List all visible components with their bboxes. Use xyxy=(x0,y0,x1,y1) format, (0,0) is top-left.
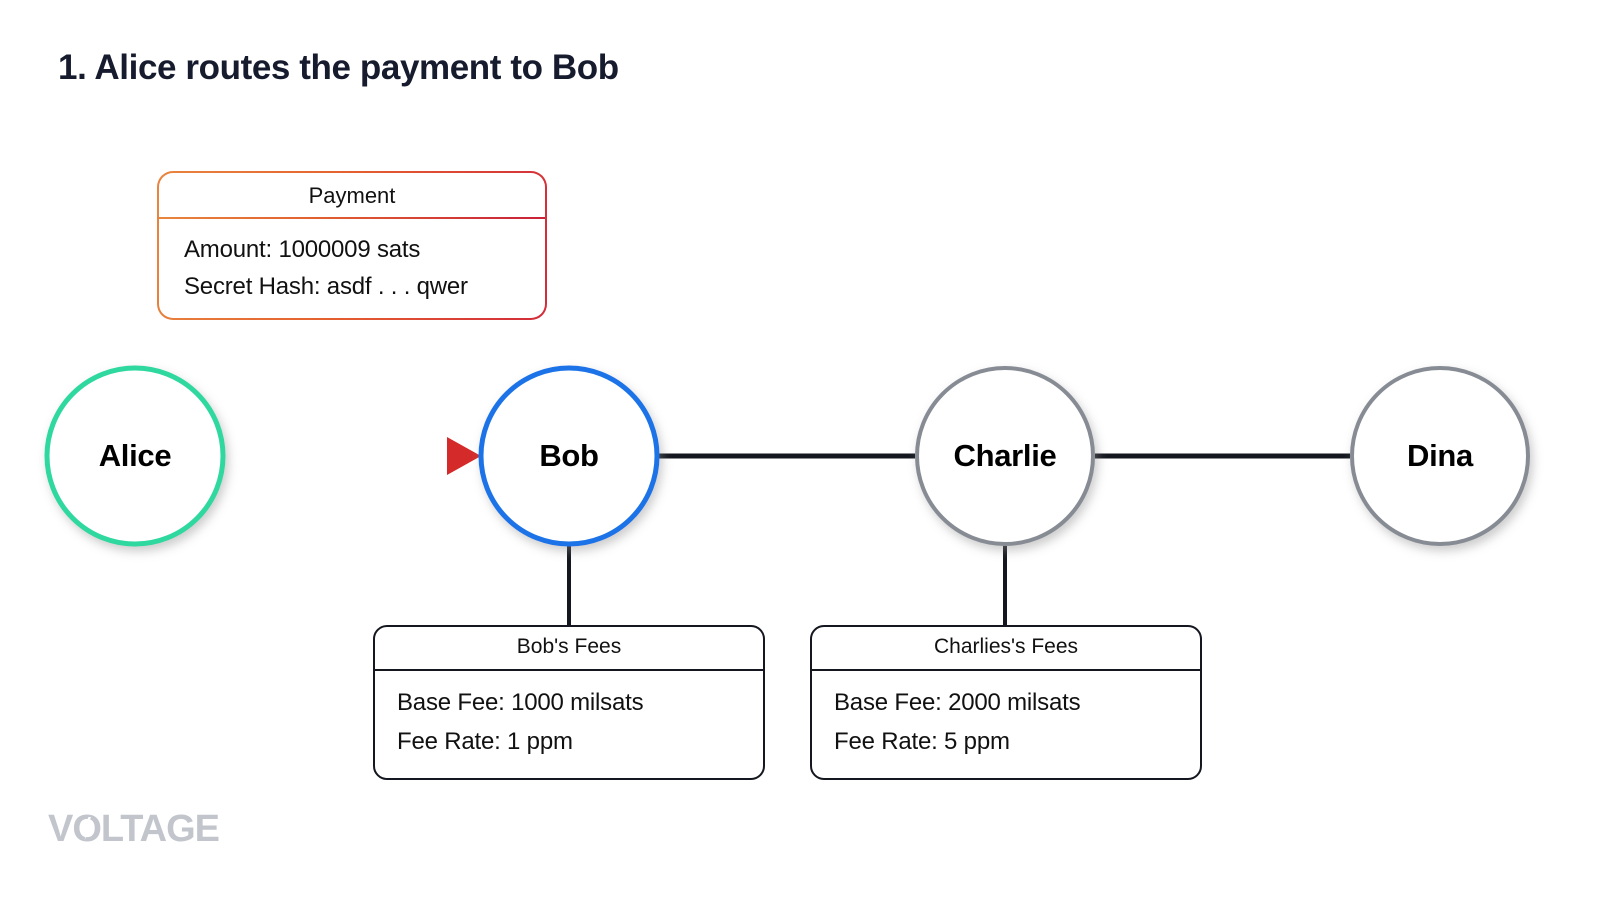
arrowhead-icon xyxy=(447,437,481,475)
bob-fees-header: Bob's Fees xyxy=(516,635,622,658)
node-label-dina: Dina xyxy=(1407,438,1473,473)
payment-secret-hash-line: Secret Hash: asdf . . . qwer xyxy=(184,273,468,300)
lightning-bolt-icon xyxy=(83,817,92,840)
node-bob-circle[interactable] xyxy=(478,365,660,547)
payment-card-header: Payment xyxy=(308,183,396,208)
payment-amount-line: Amount: 1000009 sats xyxy=(184,236,421,263)
node-dina-circle[interactable] xyxy=(1350,366,1530,546)
node-charlie-circle[interactable] xyxy=(915,366,1095,546)
charlie-fees-header: Charlies's Fees xyxy=(933,635,1079,658)
bob-fees-divider xyxy=(375,669,763,671)
node-alice-circle[interactable] xyxy=(44,365,226,547)
voltage-logo: VOLTAGE xyxy=(48,808,220,850)
charlie-fees-card: Charlies's Fees Base Fee: 2000 milsats F… xyxy=(810,625,1202,780)
charlie-fee-rate-line: Fee Rate: 5 ppm xyxy=(834,728,1010,755)
charlie-base-fee-line: Base Fee: 2000 milsats xyxy=(834,689,1081,716)
payment-card: Payment Amount: 1000009 sats Secret Hash… xyxy=(157,171,547,320)
payment-card-body: Amount: 1000009 sats Secret Hash: asdf .… xyxy=(159,219,545,301)
payment-card-divider xyxy=(159,217,545,219)
node-label-bob: Bob xyxy=(539,438,599,473)
node-label-charlie: Charlie xyxy=(953,438,1057,473)
page-title: 1. Alice routes the payment to Bob xyxy=(58,48,619,87)
charlie-fees-divider xyxy=(812,669,1200,671)
bob-fees-body: Base Fee: 1000 milsats Fee Rate: 1 ppm xyxy=(375,671,763,756)
bob-fee-rate-line: Fee Rate: 1 ppm xyxy=(397,728,573,755)
bob-fees-card: Bob's Fees Base Fee: 1000 milsats Fee Ra… xyxy=(373,625,765,780)
voltage-logo-text: VOLTAGE xyxy=(48,808,219,850)
charlie-fees-body: Base Fee: 2000 milsats Fee Rate: 5 ppm xyxy=(812,671,1200,756)
bob-base-fee-line: Base Fee: 1000 milsats xyxy=(397,689,644,716)
node-label-alice: Alice xyxy=(98,438,172,473)
